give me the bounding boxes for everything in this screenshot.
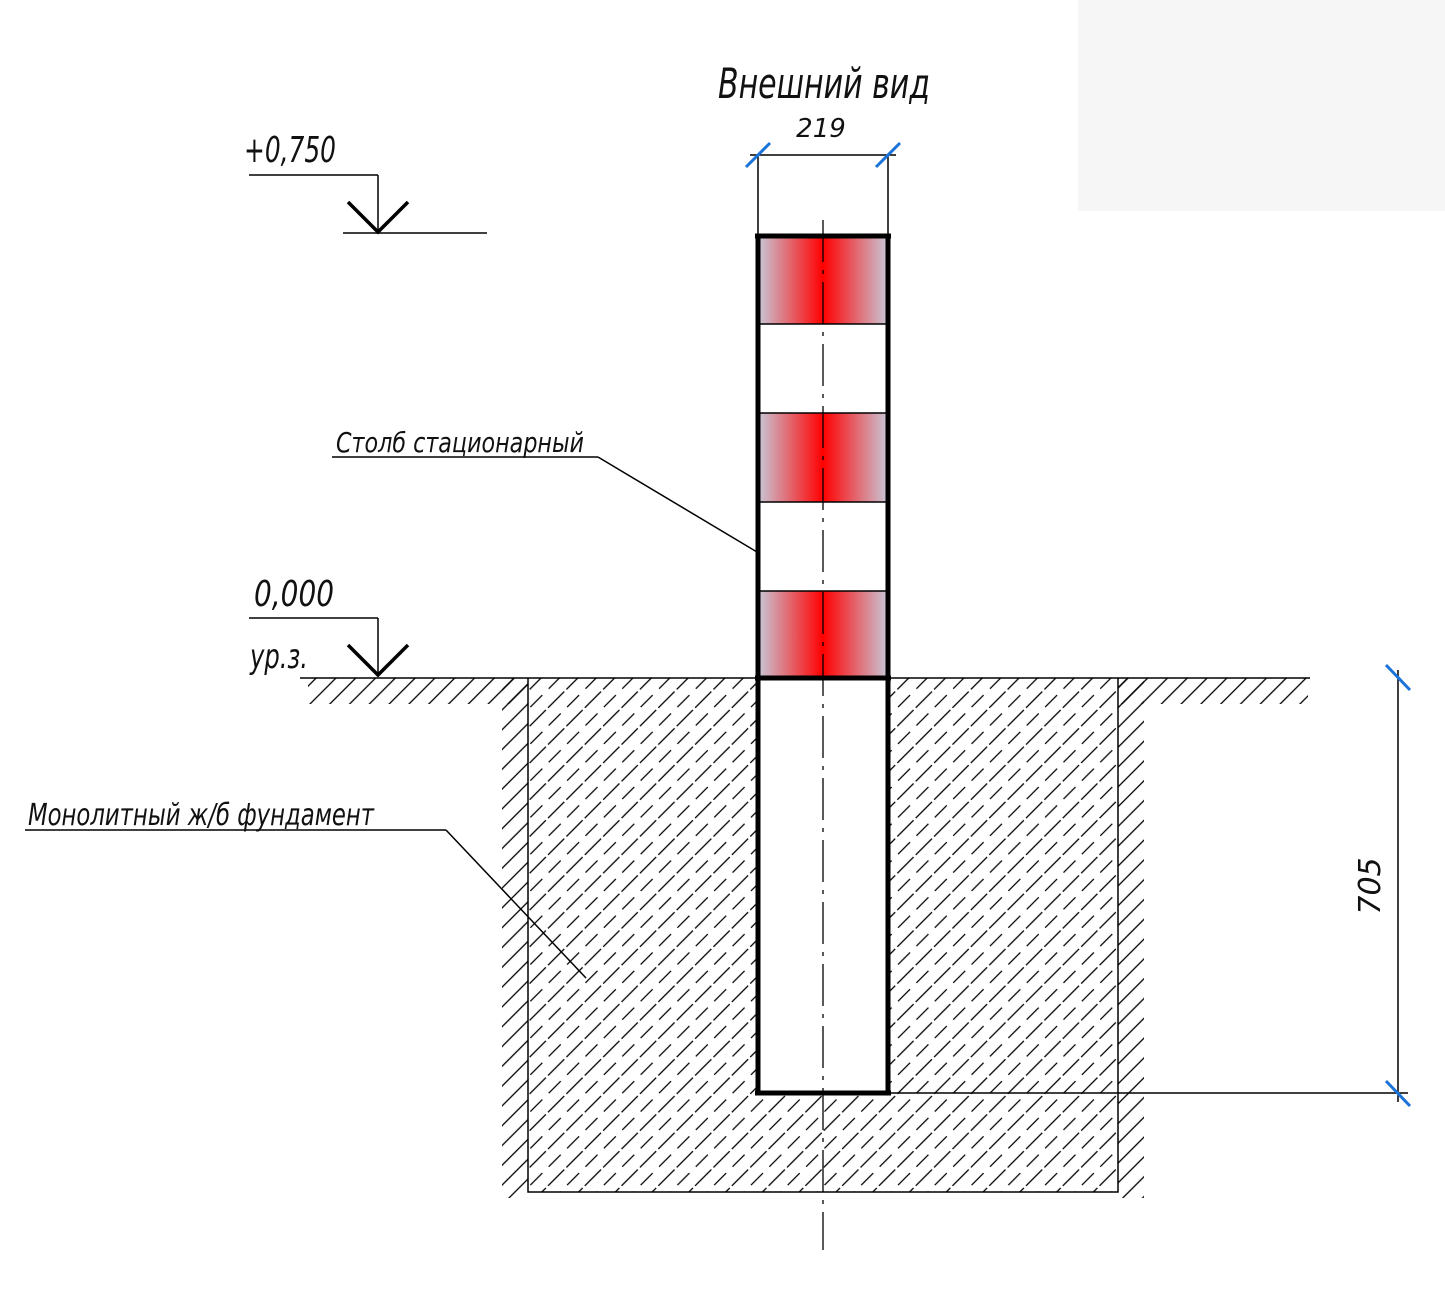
width-dimension: 219 [744, 114, 902, 236]
view-title: Внешний вид [718, 59, 930, 108]
ground-level-label: 0,000 [254, 574, 334, 615]
corner-block [1078, 0, 1445, 211]
ground-level-mark: 0,000 ур.з. [249, 574, 410, 678]
top-level-label: +0,750 [244, 130, 336, 171]
foundation-callout: Монолитный ж/б фундамент [25, 798, 587, 979]
foundation-callout-label: Монолитный ж/б фундамент [28, 798, 375, 833]
post-callout: Столб стационарный [332, 426, 758, 553]
ground-level-note: ур.з. [249, 637, 308, 677]
depth-dimension: 705 [888, 663, 1412, 1108]
post-callout-label: Столб стационарный [336, 426, 584, 459]
width-dimension-label: 219 [796, 114, 846, 144]
top-level-mark: +0,750 [244, 130, 487, 235]
depth-dimension-label: 705 [1353, 857, 1388, 914]
